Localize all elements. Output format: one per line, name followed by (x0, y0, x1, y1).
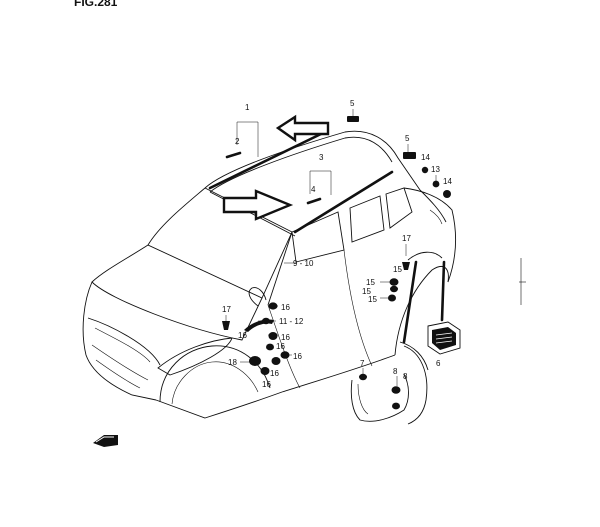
grommet-16-b (262, 317, 270, 325)
control-unit-part-6 (427, 321, 461, 355)
clip-13 (432, 180, 440, 188)
car-body-outline (82, 130, 456, 419)
grommet-15-b (390, 285, 398, 293)
clip-7 (359, 373, 367, 381)
label-part-15-d: 15 (393, 265, 402, 274)
grommet-15-c (388, 294, 396, 302)
label-part-7: 7 (360, 359, 365, 368)
clip-14-lower (443, 190, 451, 198)
part-labels: 1 2 3 4 5 5 6 7 8 8 9 - 10 11 - 12 13 14… (222, 99, 452, 389)
clip-17-front (222, 321, 230, 330)
label-part-17-front: 17 (222, 305, 231, 314)
grommet-15-a (389, 278, 399, 286)
label-part-13: 13 (431, 165, 440, 174)
label-part-8-b: 8 (393, 367, 398, 376)
label-part-9-10: 9 - 10 (293, 259, 314, 268)
label-part-17-rear: 17 (402, 234, 411, 243)
label-part-3: 3 (319, 153, 324, 162)
grommet-16-e (280, 351, 290, 359)
label-part-8-a: 8 (403, 372, 408, 381)
clip-14-upper (421, 166, 429, 174)
label-part-15-c: 15 (368, 295, 377, 304)
label-part-16-d: 16 (276, 342, 285, 351)
clip-8-b (392, 402, 400, 410)
roof-molding-strips (208, 130, 394, 234)
label-part-15-b: 15 (362, 287, 371, 296)
clip-5-upper (347, 116, 359, 122)
label-part-5-lower: 5 (405, 134, 410, 143)
molding-clip-2 (225, 151, 242, 159)
fastener-parts (222, 116, 451, 410)
label-part-18: 18 (228, 358, 237, 367)
label-part-14-lower: 14 (443, 177, 452, 186)
label-part-16-e: 16 (293, 352, 302, 361)
label-part-14-upper: 14 (421, 153, 430, 162)
label-part-16-f: 16 (270, 369, 279, 378)
page-margin-mark (519, 258, 526, 305)
label-part-4: 4 (311, 185, 316, 194)
label-part-16-c: 16 (281, 333, 290, 342)
front-direction-icon (93, 435, 118, 447)
clip-5-lower (403, 152, 416, 159)
label-part-5-upper: 5 (350, 99, 355, 108)
grommet-16-c (268, 332, 278, 340)
grommet-16-g (260, 367, 270, 375)
label-part-2: 2 (235, 137, 240, 146)
leader-lines (225, 109, 437, 386)
splash-guard (350, 260, 446, 425)
grommet-16-d (266, 343, 274, 351)
label-part-1: 1 (245, 103, 250, 112)
figure-title: FIG.281 (74, 0, 118, 9)
label-part-15-a: 15 (366, 278, 375, 287)
molding-clip-4 (306, 197, 322, 205)
grommet-16-f (271, 357, 281, 365)
clip-8-a (391, 386, 401, 394)
label-part-16-b: 16 (238, 331, 247, 340)
label-part-16-g: 16 (262, 380, 271, 389)
roof-molding-right (293, 170, 394, 234)
plug-18 (249, 356, 261, 366)
label-part-11-12: 11 - 12 (279, 317, 304, 326)
highlight-arrow-upper (275, 114, 330, 143)
clip-17-rear (402, 262, 410, 270)
label-part-6: 6 (436, 359, 441, 368)
roof-molding-left (208, 130, 327, 190)
highlight-arrow-lower (222, 189, 294, 221)
label-part-16-a: 16 (281, 303, 290, 312)
grommet-16-a (268, 302, 278, 310)
